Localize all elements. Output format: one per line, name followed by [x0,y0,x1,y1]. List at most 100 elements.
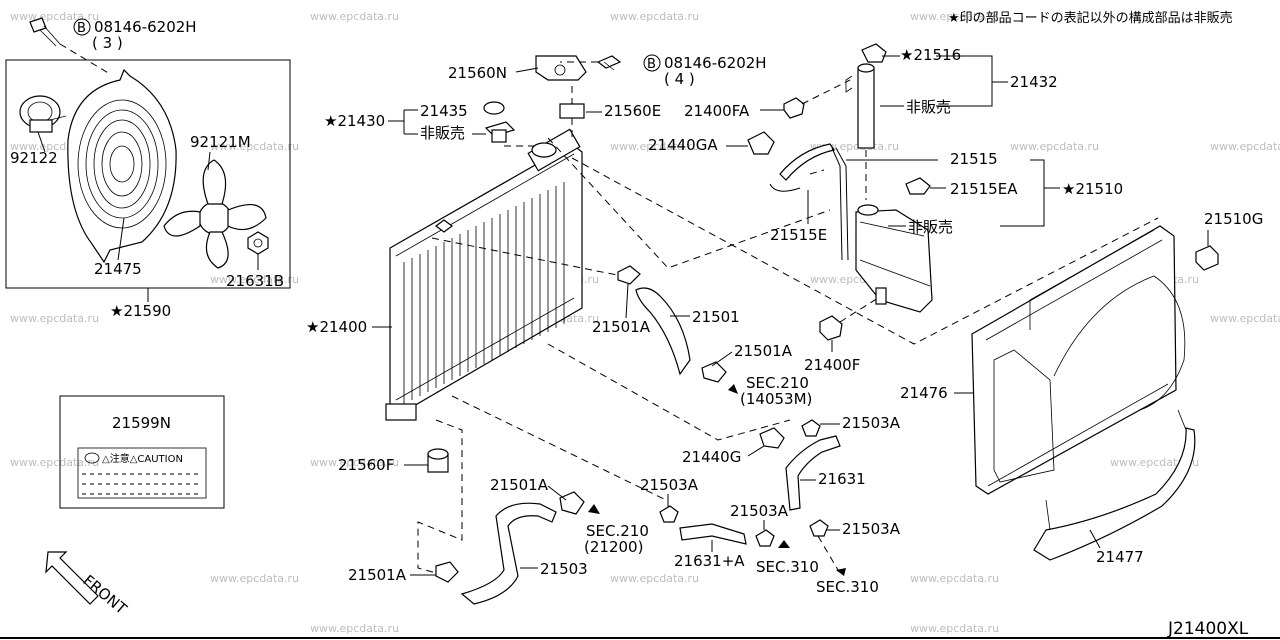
label-21510-sub: 非販売 [908,218,953,236]
heater-hose-21631-icon [785,435,841,511]
clamp-21503a-2-icon [659,505,679,523]
label-21430: ★21430 [324,112,385,130]
svg-text:www.epcdata.ru: www.epcdata.ru [1210,312,1280,325]
label-21590: ★21590 [110,302,171,320]
upper-hose-icon [617,265,727,383]
label-21503a-2: 21503A [640,476,699,494]
svg-text:www.epcdata.ru: www.epcdata.ru [310,10,399,23]
label-92122: 92122 [10,149,58,167]
label-21560e: 21560E [604,102,661,120]
label-21435: 21435 [420,102,468,120]
label-21631a: 21631+A [674,552,745,570]
grommet-upper-icon [559,103,585,119]
label-bolt-top-left-qty: ( 3 ) [92,34,123,52]
label-21631: 21631 [818,470,866,488]
svg-text:www.epcdata.ru: www.epcdata.ru [210,572,299,585]
label-sec210b-sub: (21200) [584,538,643,556]
svg-text:www.epcdata.ru: www.epcdata.ru [10,312,99,325]
reservoir-cap-icon [861,43,887,63]
label-sec210a: SEC.210 [746,374,809,392]
fan-blade-icon [163,159,267,269]
svg-text:www.epcdata.ru: www.epcdata.ru [1210,140,1280,153]
svg-text:www.epcdata.ru: www.epcdata.ru [310,456,399,469]
label-21501a-4: 21501A [348,566,407,584]
label-bolt-top-mid-qty: ( 4 ) [664,70,695,88]
clamp-21503a-1-icon [801,419,821,437]
filler-tube-icon [845,63,875,149]
clamp-21503a-4-icon [809,519,829,537]
svg-text:www.epcdata.ru: www.epcdata.ru [210,140,299,153]
label-21501a-2: 21501A [734,342,793,360]
label-21432: 21432 [1010,73,1058,91]
grommet-lower-icon [427,448,449,473]
caution-sticker-icon: △注意△CAUTION [77,447,207,499]
label-21510: ★21510 [1062,180,1123,198]
label-21440g: 21440G [682,448,741,466]
b-circle-icon [73,18,91,36]
label-21501: 21501 [692,308,740,326]
label-21503: 21503 [540,560,588,578]
pipe-21631a-icon [679,523,747,545]
svg-text:△注意△CAUTION: △注意△CAUTION [102,452,183,465]
label-21400: ★21400 [306,318,367,336]
caution-label-box [59,395,225,509]
clip-21440g-icon [759,427,785,449]
fan-motor-icon [19,95,67,133]
svg-text:www.epcdata.ru: www.epcdata.ru [910,572,999,585]
label-sec310b: SEC.310 [816,578,879,596]
label-21599n: 21599N [112,414,171,432]
clip-21515ea-icon [905,177,931,195]
fan-shroud-icon [67,68,177,264]
bolt-icon [596,55,622,71]
svg-text:www.epcdata.ru: www.epcdata.ru [610,140,699,153]
arrow-sec310a-icon [778,540,790,548]
label-21501a-1: 21501A [592,318,651,336]
arrow-sec210b-icon [588,504,600,514]
radiator-core-icon [385,128,583,421]
label-21516: ★21516 [900,46,961,64]
label-21440ga: 21440GA [648,136,718,154]
label-21400f: 21400F [804,356,860,374]
label-21510g: 21510G [1204,210,1263,228]
arrow-sec310b-icon [836,568,846,576]
svg-text:B: B [647,57,656,72]
label-21501a-3: 21501A [490,476,549,494]
svg-text:www.epcdata.ru: www.epcdata.ru [10,456,99,469]
svg-text:www.epcdata.ru: www.epcdata.ru [610,572,699,585]
label-21477: 21477 [1096,548,1144,566]
label-bolt-top-left: 08146-6202H [94,18,197,36]
svg-text:www.epcdata.ru: www.epcdata.ru [610,10,699,23]
svg-text:www.epcdata.ru: www.epcdata.ru [210,273,299,286]
bolt-08146-6202h-icon [29,17,61,47]
radiator-shroud-icon [971,225,1186,495]
label-21515: 21515 [950,150,998,168]
svg-text:www.epcdata.ru: www.epcdata.ru [10,10,99,23]
label-sec210a-sub: (14053M) [740,390,812,408]
reservoir-tank-icon [855,204,933,313]
svg-text:www.epcdata.ru: www.epcdata.ru [910,10,999,23]
arrow-sec210a-icon [728,384,738,394]
radiator-cap-icon [484,121,516,143]
lower-hose-icon [435,491,585,605]
b-circle-icon [643,54,661,72]
svg-text:B: B [77,21,86,36]
clamp-21503a-3-icon [755,529,775,547]
label-92121m: 92121M [190,133,251,151]
label-21430-sub: 非販売 [420,124,465,142]
lower-shroud-icon [1033,409,1196,561]
label-21432-sub: 非販売 [906,98,951,116]
label-21476: 21476 [900,384,948,402]
bolt-21400f-icon [819,315,843,341]
seal-ring-icon [483,101,505,115]
bolt-21400fa-icon [783,97,805,119]
label-21515ea: 21515EA [950,180,1018,198]
svg-text:www.epcdata.ru: www.epcdata.ru [310,622,399,635]
notice-text: ★印の部品コードの表記以外の構成部品は非販売 [948,10,1233,26]
label-21560f: 21560F [338,456,394,474]
label-21560n: 21560N [448,64,507,82]
label-21475: 21475 [94,260,142,278]
label-sec210b: SEC.210 [586,522,649,540]
label-bolt-top-mid: 08146-6202H [664,54,767,72]
bolt-21510g-icon [1195,245,1219,271]
